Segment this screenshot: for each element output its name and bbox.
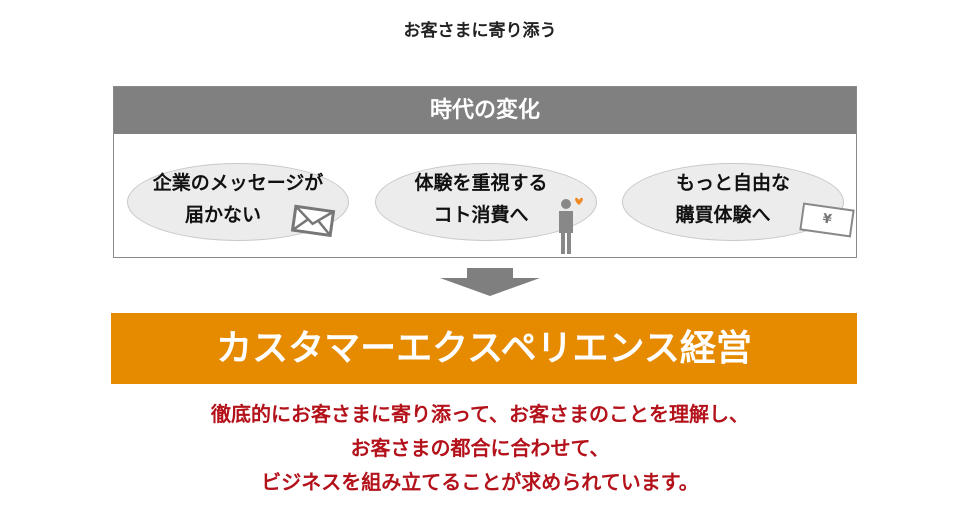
change-panel: 時代の変化 企業のメッセージが 届かない 体験を重視する コト消費へ もっと自由… <box>113 86 857 258</box>
item-line2: 届かない <box>184 204 261 226</box>
item-line2: 購買体験へ <box>675 204 771 226</box>
item-line1: もっと自由な <box>675 172 790 194</box>
envelope-icon <box>291 204 336 238</box>
cx-banner: カスタマーエクスペリエンス経営 <box>111 313 857 384</box>
message-line-1: 徹底的にお客さまに寄り添って、お客さまのことを理解し、 <box>211 402 749 426</box>
change-item-experience: 体験を重視する コト消費へ <box>375 163 597 254</box>
item-line1: 企業のメッセージが <box>152 172 324 194</box>
item-line1: 体験を重視する <box>414 172 548 194</box>
item-line2: コト消費へ <box>433 204 529 226</box>
message-line-3: ビジネスを組み立てることが求められています。 <box>261 470 699 494</box>
page-title: お客さまに寄り添う <box>403 21 557 41</box>
yen-card-icon: ¥ <box>799 202 855 238</box>
change-header: 時代の変化 <box>114 87 856 134</box>
change-item-message: 企業のメッセージが 届かない <box>127 163 349 241</box>
change-item-purchase: もっと自由な 購買体験へ ¥ <box>622 163 855 241</box>
person-heart-icon <box>559 197 583 254</box>
message-line-2: お客さまの都合に合わせて、 <box>350 436 610 460</box>
down-arrow-icon <box>440 268 540 296</box>
